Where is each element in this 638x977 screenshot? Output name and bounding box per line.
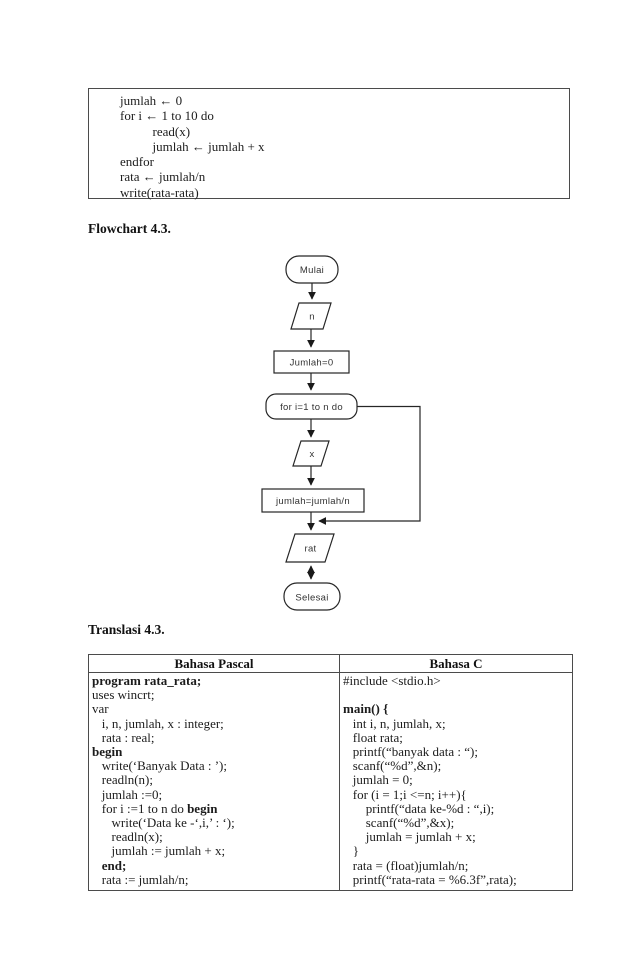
pseudocode-line: write(rata-rata) [120,184,199,200]
code-line: rata : real; [92,729,155,745]
code-line: } [343,843,359,859]
terminator-end [283,582,341,611]
pseudocode-line: jumlah ← 0 [120,93,183,108]
terminator-end-label: Selesai [295,593,328,604]
table-header-c: Bahasa C [339,654,573,673]
pseudocode-line: read(x) [120,123,191,139]
pseudocode-line: jumlah ← jumlah + x [120,138,265,154]
io-output-rat [285,533,335,563]
table-body-row: program rata_rata; uses wincrt; var i, n… [88,671,573,892]
c-code-cell: #include <stdio.h> main() { int i, n, ju… [339,671,573,892]
code-line: i, n, jumlah, x : integer; [92,715,224,731]
code-line: end; [101,857,127,873]
code-line: program rata_rata; [92,673,202,688]
translasi-heading: Translasi 4.3. [88,622,165,637]
code-line: printf(“rata-rata = %6.3f”,rata); [343,871,517,887]
code-line: rata = (float)jumlah/n; [343,857,469,873]
terminator-start-label: Mulai [300,265,324,276]
flowchart-diagram: Mulai n Jumlah=0 for i=1 to n do x jumla… [261,255,421,611]
pseudocode-line: for i ← 1 to 10 do [120,108,214,124]
code-line: printf(“data ke-%d : “,i); [343,800,495,816]
loop-node [265,393,358,420]
code-line: #include <stdio.h> [343,673,441,688]
code-line: float rata; [343,729,403,745]
code-line: for (i = 1;i <=n; i++){ [343,786,467,802]
code-line: write(‘Data ke -‘,i,’ : ‘); [92,815,235,831]
code-line: scanf(“%d”,&n); [343,758,442,774]
edge-loop-return [318,405,421,525]
code-line: printf(“banyak data : “); [343,744,478,759]
code-line: scanf(“%d”,&x); [343,815,455,831]
process-init-label: Jumlah=0 [290,358,334,369]
code-line: int i, n, jumlah, x; [343,715,446,731]
code-line: for i :=1 to n do begin [92,800,218,816]
io-output-rat-label: rat [305,544,317,555]
io-input-n-label: n [309,312,315,323]
process-sum-label: jumlah=jumlah/n [275,496,350,507]
code-line: rata := jumlah/n; [92,871,189,887]
code-line: write(‘Banyak Data : ’); [92,758,228,774]
table-header-pascal: Bahasa Pascal [88,654,340,673]
pascal-code-cell: program rata_rata; uses wincrt; var i, n… [88,671,340,892]
process-sum [261,488,365,513]
code-line: jumlah = 0; [343,772,413,788]
code-line: jumlah := jumlah + x; [92,843,226,859]
code-line: begin [92,744,123,760]
pseudocode-line: rata ← jumlah/n [120,169,206,185]
table-header-row: Bahasa Pascal Bahasa C [88,654,573,673]
translation-table: Bahasa Pascal Bahasa C program rata_rata… [88,654,573,892]
code-line [343,688,570,702]
io-input-x-label: x [309,449,314,460]
io-input-x [292,440,330,467]
flowchart-heading: Flowchart 4.3. [88,221,171,236]
pseudocode-line: endfor [120,154,154,170]
code-line: jumlah = jumlah + x; [343,829,476,845]
code-line: readln(x); [92,829,163,845]
io-input-n [290,302,332,330]
code-line: var [92,701,109,717]
pseudocode-box: jumlah ← 0 for i ← 1 to 10 do read(x) ju… [88,88,570,200]
code-line: main() { [343,701,389,717]
process-init [273,350,350,374]
code-line: uses wincrt; [92,687,155,703]
terminator-start [285,255,339,284]
code-line: readln(n); [92,772,154,788]
code-line: jumlah :=0; [92,786,163,802]
loop-node-label: for i=1 to n do [280,402,343,413]
